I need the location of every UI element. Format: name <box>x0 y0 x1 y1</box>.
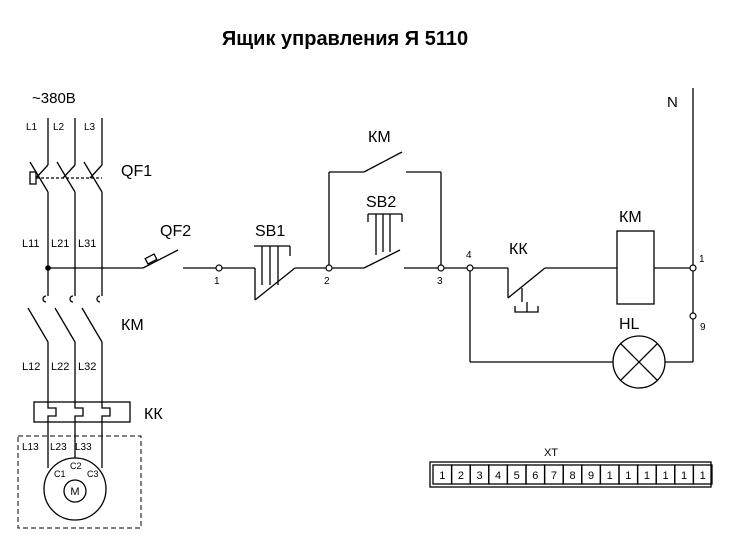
wire-l23-label: L23 <box>50 442 67 453</box>
phase-l2-label: L2 <box>53 122 65 133</box>
neutral-label: N <box>667 94 678 111</box>
km-aux-label: КМ <box>368 129 391 146</box>
terminal-cell-number: 9 <box>588 470 594 482</box>
qf1-label: QF1 <box>121 163 152 180</box>
terminal-block-label: ХТ <box>544 447 558 459</box>
terminal-cell-number: 5 <box>514 470 520 482</box>
node-4-label: 4 <box>466 250 472 261</box>
terminal-cell <box>692 464 713 485</box>
wire-l13-label: L13 <box>22 442 39 453</box>
supply-voltage-label: ~380В <box>32 90 76 107</box>
terminal-cell-number: 1 <box>681 470 687 482</box>
terminal-cell-number: 1 <box>700 470 706 482</box>
node-4-terminal <box>466 264 474 272</box>
km-coil <box>616 230 655 305</box>
terminal-cell-number: 3 <box>476 470 482 482</box>
kk-main-label: КК <box>144 406 163 423</box>
power-circuit: QF1 L11 L21 L31 КМ L12 L22 L32 <box>17 118 163 529</box>
node-2-terminal <box>325 264 333 272</box>
node-1-terminal <box>215 264 223 272</box>
node-3-label: 3 <box>437 276 443 287</box>
phase-l3-label: L3 <box>84 122 96 133</box>
terminal-cell-number: 1 <box>625 470 631 482</box>
control-circuit: QF2 1 SB1 2 <box>48 88 706 389</box>
sb1-stop-button <box>254 245 326 301</box>
sb1-label: SB1 <box>255 223 285 240</box>
wire-l11-label: L11 <box>22 238 40 250</box>
node-2-label: 2 <box>324 276 330 287</box>
node-1-label: 1 <box>214 276 220 287</box>
km-main-contacts <box>27 295 103 343</box>
terminal-cell-number: 7 <box>551 470 557 482</box>
motor-terminal-c1: C1 <box>54 469 66 479</box>
kk-aux-label: КК <box>509 241 528 258</box>
node-3-terminal <box>437 264 445 272</box>
motor-enclosure <box>17 435 142 529</box>
km-coil-label: КМ <box>619 209 642 226</box>
wire-l31-label: L31 <box>78 238 96 250</box>
diagram-title: Ящик управления Я 5110 <box>222 28 468 50</box>
qf2-label: QF2 <box>160 223 191 240</box>
wire-l33-label: L33 <box>75 442 92 453</box>
terminal-cell-number: 8 <box>569 470 575 482</box>
terminal-cell-number: 1 <box>644 470 650 482</box>
wire-l21-label: L21 <box>51 238 69 250</box>
wire-l22-label: L22 <box>51 361 69 373</box>
qf2-breaker <box>142 249 216 269</box>
qf1-breaker <box>29 161 103 193</box>
terminal-cell-number: 1 <box>662 470 668 482</box>
motor-label: М <box>70 486 79 498</box>
terminal-cell-number: 6 <box>532 470 538 482</box>
terminal-cell-number: 2 <box>458 470 464 482</box>
node-1-right-label: 1 <box>699 254 705 265</box>
node-1-right-terminal <box>689 264 697 272</box>
terminal-cell-number: 1 <box>607 470 613 482</box>
wire-l32-label: L32 <box>78 361 96 373</box>
node-9-label: 9 <box>700 322 706 333</box>
kk-aux-contact <box>507 267 617 313</box>
motor-terminal-c2: C2 <box>70 461 82 471</box>
motor: М <box>43 457 107 521</box>
kk-thermal-relay <box>33 401 131 423</box>
sb2-start-button <box>332 213 438 269</box>
wire-l12-label: L12 <box>22 361 40 373</box>
node-9-terminal <box>689 312 697 320</box>
hl-signal-lamp <box>612 335 666 389</box>
motor-terminal-c3: C3 <box>87 469 99 479</box>
terminal-cell-number: 1 <box>439 470 445 482</box>
km-main-label: КМ <box>121 317 144 334</box>
phase-l1-label: L1 <box>26 122 38 133</box>
terminal-cell-number: 4 <box>495 470 501 482</box>
km-aux-contact <box>328 151 442 265</box>
sb2-label: SB2 <box>366 194 396 211</box>
hl-label: HL <box>619 316 640 333</box>
